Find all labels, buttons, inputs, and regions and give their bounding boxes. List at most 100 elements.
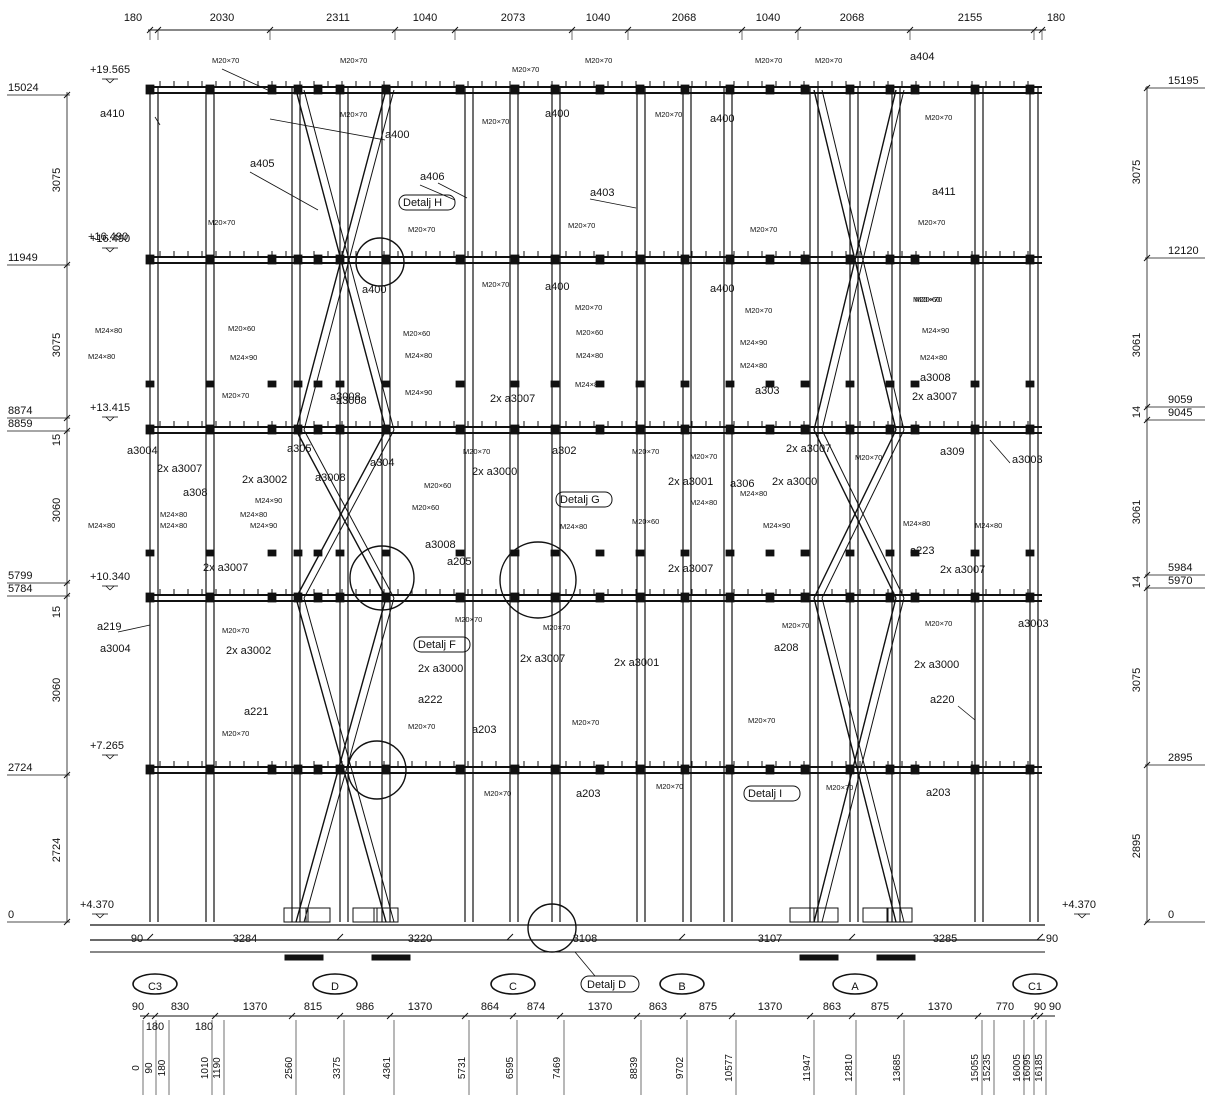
top-dim: 2068	[840, 12, 864, 24]
member-label: a309	[940, 446, 964, 458]
bottom-dim: 863	[649, 1001, 667, 1013]
top-dim: 180	[1047, 12, 1065, 24]
top-dim: 2311	[326, 12, 350, 24]
bolt-plate	[381, 764, 391, 775]
member-label: M20×70	[408, 722, 435, 731]
axis-label: D	[331, 981, 339, 993]
left-level: 0	[8, 909, 14, 921]
footing	[876, 954, 916, 961]
member-label: 2x a3007	[912, 391, 957, 403]
base-plate	[283, 907, 309, 923]
elev-sym	[105, 78, 111, 84]
member-label: M24×80	[240, 510, 267, 519]
left-span: 15	[51, 606, 63, 618]
right-span: 3075	[1131, 668, 1143, 692]
left-level: 15024	[8, 82, 39, 94]
bracing	[813, 597, 897, 923]
bolt-plate	[1025, 549, 1035, 557]
bolt-plate	[381, 592, 391, 603]
bolt-plate	[381, 549, 391, 557]
member-label: M20×70	[585, 56, 612, 65]
dim-tick	[556, 1012, 564, 1020]
ordinate: 180	[157, 1059, 168, 1076]
bolt-plate	[885, 549, 895, 557]
ordinate: 15235	[982, 1054, 993, 1082]
dim-tick	[1036, 933, 1044, 941]
elevation-mark: +10.340	[90, 571, 130, 583]
member-label: M24×80	[903, 519, 930, 528]
bolt-plate	[595, 592, 605, 603]
member-label: 2x a3002	[242, 474, 287, 486]
bracing	[813, 89, 897, 431]
member-label: M20×70	[826, 783, 853, 792]
member-label: a406	[420, 171, 444, 183]
dim-tick	[336, 1012, 344, 1020]
leader	[989, 439, 1011, 464]
dim-tick	[142, 1012, 150, 1020]
leader	[589, 198, 637, 209]
bolt-plate	[725, 764, 735, 775]
bolt-plate	[335, 84, 345, 95]
bolt-plate	[1025, 764, 1035, 775]
member-label: M24×90	[250, 521, 277, 530]
member-label: M24×90	[922, 326, 949, 335]
bolt-plate	[550, 84, 560, 95]
left-span: 3075	[51, 168, 63, 192]
bolt-plate	[595, 380, 605, 388]
member-label: 2x a3001	[668, 476, 713, 488]
ordinate: 16005	[1012, 1054, 1023, 1082]
ordinate: 3375	[332, 1056, 343, 1079]
member-label: M24×90	[405, 388, 432, 397]
right-level: 9045	[1168, 407, 1192, 419]
bolt-plate	[910, 549, 920, 557]
top-dim: 2030	[210, 12, 234, 24]
ordinate: 9702	[675, 1056, 686, 1079]
bottom-dim: 1370	[928, 1001, 952, 1013]
dim-tick	[848, 933, 856, 941]
bottom-dim: 875	[871, 1001, 889, 1013]
bolt-plate	[885, 592, 895, 603]
bottom-dim: 875	[699, 1001, 717, 1013]
member-label: M20×60	[576, 328, 603, 337]
bolt-plate	[800, 592, 810, 603]
bolt-plate	[725, 254, 735, 265]
bolt-plate	[885, 424, 895, 435]
bolt-plate	[970, 549, 980, 557]
member-label: 2x a3000	[418, 663, 463, 675]
member-label: M20×70	[463, 447, 490, 456]
bolt-plate	[267, 549, 277, 557]
member-label: M20×70	[815, 56, 842, 65]
member-label: Detalj H	[403, 197, 442, 209]
ordinate: 5731	[457, 1056, 468, 1079]
bolt-plate	[635, 549, 645, 557]
member-label: a3008	[315, 472, 346, 484]
bolt-plate	[293, 764, 303, 775]
bolt-plate	[335, 549, 345, 557]
axis-marker	[490, 973, 536, 995]
member-label: a222	[418, 694, 442, 706]
bolt-plate	[313, 764, 323, 775]
bolt-plate	[1025, 254, 1035, 265]
bolt-plate	[800, 84, 810, 95]
leader	[957, 705, 976, 721]
member-label: M20×70	[408, 225, 435, 234]
bolt-plate	[313, 84, 323, 95]
bolt-plate	[595, 254, 605, 265]
member-label: M20×70	[208, 218, 235, 227]
detail-callout	[580, 975, 640, 993]
bolt-plate	[635, 84, 645, 95]
member-label: M24×80	[88, 352, 115, 361]
detail-circle	[349, 545, 415, 611]
left-level: 5784	[8, 583, 32, 595]
bolt-plate	[635, 254, 645, 265]
bolt-plate	[205, 254, 215, 265]
member-label: a205	[447, 556, 471, 568]
member-label: M20×70	[512, 65, 539, 74]
detail-callout	[398, 194, 456, 211]
bolt-plate	[800, 764, 810, 775]
bottom-dim: 180	[195, 1021, 213, 1033]
bolt-plate	[635, 764, 645, 775]
bolt-plate	[293, 84, 303, 95]
top-dim: 1040	[413, 12, 437, 24]
bolt-plate	[910, 424, 920, 435]
